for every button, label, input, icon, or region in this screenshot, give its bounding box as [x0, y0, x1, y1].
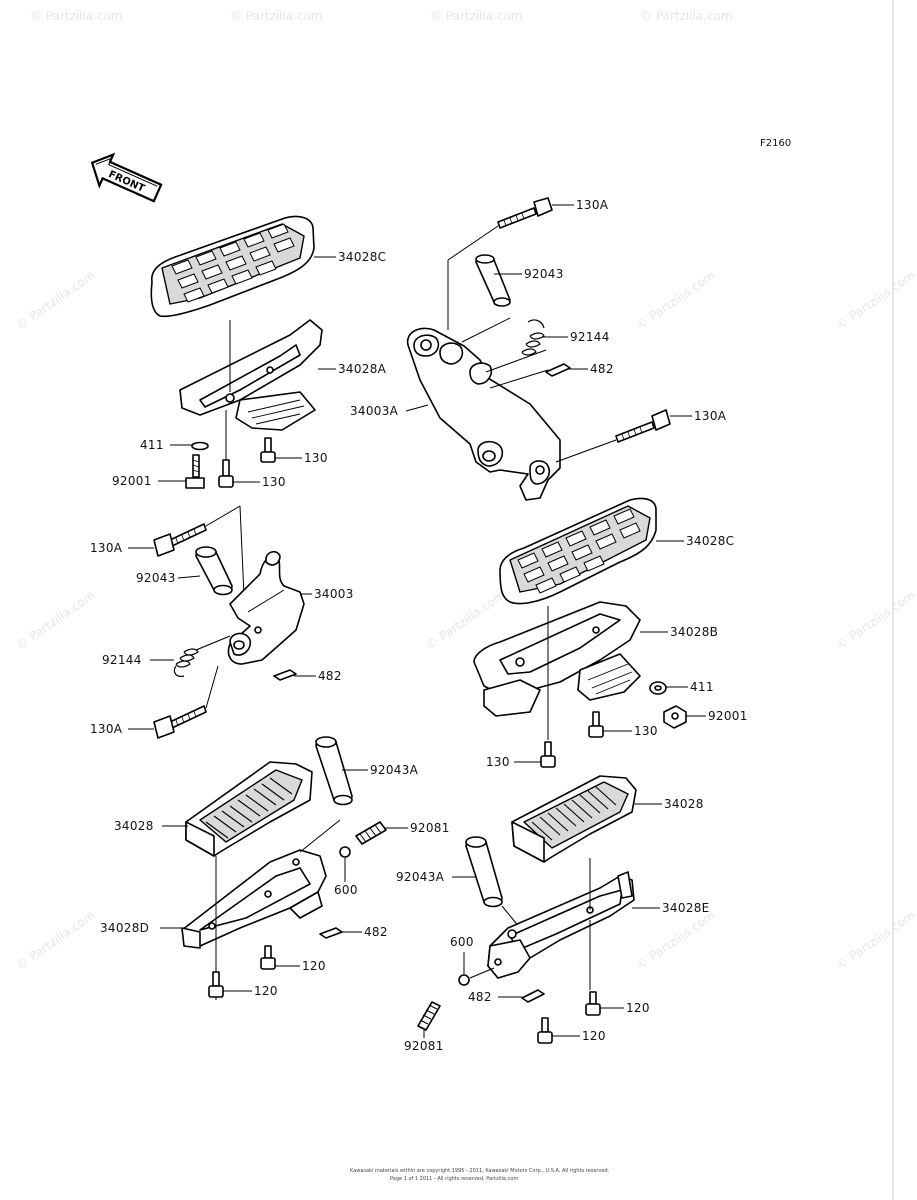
pin-92043-left — [195, 546, 233, 596]
bolt-130-right1 — [588, 711, 604, 738]
callout-92081: 92081 — [404, 1039, 444, 1053]
watermark: © Partzilla.com — [14, 268, 98, 333]
front-arrow-icon: FRONT — [90, 152, 163, 203]
nut-92001-right — [663, 705, 687, 729]
callout-120: 120 — [302, 959, 326, 973]
callout-482: 482 — [590, 362, 614, 376]
footpeg-rubber-34028c-top — [150, 215, 315, 318]
bracket-34003a — [406, 327, 561, 501]
watermark: © Partzilla.com — [834, 268, 917, 333]
watermark: © Partzilla.com — [640, 9, 733, 23]
copyright-line-2: Page 1 of 1 2011 - All rights reserved, … — [390, 1176, 518, 1182]
pin-92043a-left — [315, 736, 353, 806]
watermark: © Partzilla.com — [30, 9, 123, 23]
callout-411: 411 — [690, 680, 714, 694]
callout-92081: 92081 — [410, 821, 450, 835]
callout-92043a: 92043A — [396, 870, 445, 884]
callout-130a: 130A — [576, 198, 609, 212]
watermark: © Partzilla.com — [834, 908, 917, 973]
callout-600: 600 — [450, 935, 474, 949]
ball-600-right — [458, 974, 470, 986]
callout-120: 120 — [626, 1001, 650, 1015]
callout-130: 130 — [262, 475, 286, 489]
callout-130: 130 — [486, 755, 510, 769]
washer-411-right — [649, 681, 667, 695]
spring-92144-left — [173, 635, 231, 677]
spring-92081-right — [417, 1001, 441, 1031]
watermark: © Partzilla.com — [230, 9, 323, 23]
copyright-line-1: Kawasaki materials within are copyright … — [350, 1168, 610, 1174]
spring-92081-left — [355, 821, 387, 845]
callout-34028d: 34028D — [100, 921, 149, 935]
pin-92043-top — [475, 254, 511, 307]
watermark: © Partzilla.com — [14, 908, 98, 973]
callout-120: 120 — [582, 1029, 606, 1043]
footpeg-rubber-34028-left — [185, 761, 313, 857]
bolt-130a-mid — [615, 409, 671, 443]
callout-92043: 92043 — [136, 571, 176, 585]
diagram-code: F2160 — [760, 138, 791, 149]
watermark: © Partzilla.com — [834, 588, 917, 653]
callout-130: 130 — [304, 451, 328, 465]
ball-600-left — [339, 846, 351, 858]
clip-482-bottom-right — [521, 989, 545, 1003]
callout-92043: 92043 — [524, 267, 564, 281]
callout-34003a: 34003A — [350, 404, 399, 418]
bolt-92001-top — [185, 454, 205, 489]
bolt-130-a — [260, 437, 276, 463]
callout-34028: 34028 — [664, 797, 704, 811]
footpeg-plate-34028e — [487, 871, 635, 979]
callout-34028c: 34028C — [338, 250, 386, 264]
bracket-34003 — [227, 550, 305, 665]
bolt-130a-top — [497, 197, 553, 229]
callout-92001: 92001 — [112, 474, 152, 488]
bolt-130a-left2 — [153, 705, 207, 739]
footpeg-rubber-34028c-right — [499, 497, 657, 605]
footpeg-plate-34028a — [179, 319, 323, 431]
washer-411-top — [191, 441, 209, 451]
callout-482: 482 — [318, 669, 342, 683]
watermark: © Partzilla.com — [634, 268, 718, 333]
callout-130a: 130A — [90, 722, 123, 736]
watermark: © Partzilla.com — [14, 588, 98, 653]
footpeg-plate-34028d — [181, 849, 327, 949]
callout-92144: 92144 — [570, 330, 610, 344]
clip-482-bottom-left — [319, 927, 343, 939]
callout-34028: 34028 — [114, 819, 154, 833]
callout-130: 130 — [634, 724, 658, 738]
callout-130a: 130A — [90, 541, 123, 555]
callout-92043a: 92043A — [370, 763, 419, 777]
callout-34003: 34003 — [314, 587, 354, 601]
callout-130a: 130A — [694, 409, 727, 423]
callout-120: 120 — [254, 984, 278, 998]
callout-92144: 92144 — [102, 653, 142, 667]
callout-600: 600 — [334, 883, 358, 897]
callout-482: 482 — [364, 925, 388, 939]
bolt-120-bl2 — [208, 971, 224, 998]
callout-34028a: 34028A — [338, 362, 387, 376]
callout-92001: 92001 — [708, 709, 748, 723]
watermark: © Partzilla.com — [430, 9, 523, 23]
callout-34028b: 34028B — [670, 625, 718, 639]
callout-482: 482 — [468, 990, 492, 1004]
bolt-130-right2 — [540, 741, 556, 768]
pin-92043a-right — [465, 836, 503, 908]
bolt-130-b — [218, 459, 234, 488]
footpeg-plate-34028b — [473, 601, 641, 717]
bolt-120-br1 — [585, 991, 601, 1016]
bolt-120-bl1 — [260, 945, 276, 970]
footpeg-rubber-34028-right — [511, 775, 637, 863]
callout-34028e: 34028E — [662, 901, 710, 915]
bolt-130a-left1 — [153, 523, 207, 557]
spring-92144-top — [521, 319, 545, 356]
callout-34028c: 34028C — [686, 534, 734, 548]
callout-411: 411 — [140, 438, 164, 452]
clip-482-left — [273, 669, 297, 681]
watermark: © Partzilla.com — [634, 908, 718, 973]
clip-482-top — [545, 363, 571, 377]
bolt-120-br2 — [537, 1017, 553, 1044]
